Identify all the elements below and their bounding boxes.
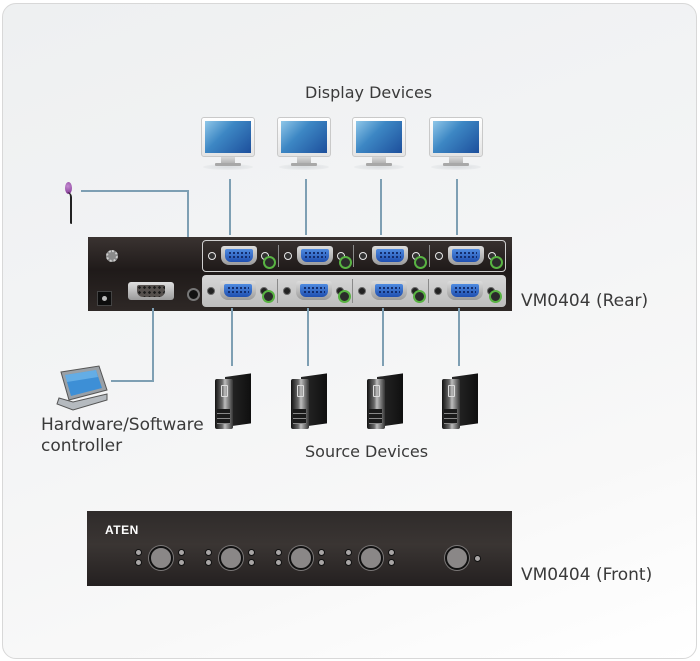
input-port xyxy=(202,275,277,307)
controller-label-line2: controller xyxy=(41,436,123,456)
audio-jack-icon xyxy=(413,290,426,303)
source-cable xyxy=(307,308,309,366)
source-devices-label: Source Devices xyxy=(305,442,429,461)
port-led xyxy=(275,559,282,566)
port-led xyxy=(178,559,185,566)
rear-unit-label: VM0404 (Rear) xyxy=(521,291,649,311)
display-cable xyxy=(229,179,231,235)
port-led xyxy=(345,549,352,556)
monitor-icon xyxy=(352,117,406,171)
pc-tower-icon xyxy=(442,373,478,431)
input-port xyxy=(429,275,504,307)
controller-label-line1: Hardware/Software xyxy=(41,415,204,435)
ir-sensor-cable xyxy=(67,192,72,224)
vga-port-icon xyxy=(372,246,408,265)
port-3-button[interactable] xyxy=(289,546,313,570)
diagram-frame: Display Devices xyxy=(2,3,697,659)
function-led xyxy=(474,555,481,562)
port-led xyxy=(205,559,212,566)
touch-panel-controller-icon xyxy=(56,365,108,411)
front-unit-label: VM0404 (Front) xyxy=(521,565,653,585)
port-led xyxy=(318,559,325,566)
input-port xyxy=(353,275,428,307)
ir-sensor-icon xyxy=(65,182,72,194)
output-port xyxy=(279,241,354,271)
function-button[interactable] xyxy=(445,546,469,570)
audio-jack-icon xyxy=(489,290,502,303)
output-port xyxy=(203,241,278,271)
ir-wire xyxy=(81,190,189,192)
input-port xyxy=(278,275,353,307)
port-1-button[interactable] xyxy=(149,546,173,570)
port-led xyxy=(388,559,395,566)
vga-port-icon xyxy=(297,246,333,265)
port-led xyxy=(135,549,142,556)
output-port xyxy=(354,241,429,271)
audio-jack-icon xyxy=(490,256,503,269)
display-cable xyxy=(380,179,382,235)
monitor-icon xyxy=(277,117,331,171)
display-cable xyxy=(456,179,458,235)
port-led xyxy=(178,549,185,556)
port-led xyxy=(318,549,325,556)
audio-jack-icon xyxy=(338,290,351,303)
output-port xyxy=(430,241,505,271)
pc-tower-icon xyxy=(215,373,251,431)
vga-port-icon xyxy=(220,281,256,300)
vm0404-rear-unit xyxy=(88,237,512,311)
audio-jack-icon xyxy=(263,256,276,269)
output-port-panel xyxy=(202,240,506,272)
vga-port-icon xyxy=(371,281,407,300)
port-led xyxy=(275,549,282,556)
controller-cable xyxy=(111,380,154,382)
port-2-button[interactable] xyxy=(219,546,243,570)
port-led xyxy=(205,549,212,556)
pc-tower-icon xyxy=(291,373,327,431)
source-cable xyxy=(458,308,460,366)
vga-port-icon xyxy=(448,246,484,265)
ir-jack-icon xyxy=(187,288,200,301)
port-led xyxy=(388,549,395,556)
display-devices-label: Display Devices xyxy=(305,83,433,102)
pc-tower-icon xyxy=(367,373,403,431)
vga-port-icon xyxy=(221,246,257,265)
ground-screw-icon xyxy=(106,250,118,262)
vga-port-icon xyxy=(447,281,483,300)
aten-logo: ATEN xyxy=(105,523,139,537)
port-led xyxy=(248,549,255,556)
audio-jack-icon xyxy=(414,256,427,269)
port-led xyxy=(135,559,142,566)
vga-port-icon xyxy=(296,281,332,300)
audio-jack-icon xyxy=(339,256,352,269)
audio-jack-icon xyxy=(262,290,275,303)
port-led xyxy=(345,559,352,566)
display-cable xyxy=(305,179,307,235)
source-cable xyxy=(231,308,233,366)
input-port-panel xyxy=(202,275,506,307)
source-cable xyxy=(382,308,384,366)
vm0404-front-unit: ATEN xyxy=(87,511,512,586)
power-jack-icon xyxy=(97,291,112,306)
monitor-icon xyxy=(429,117,483,171)
port-4-button[interactable] xyxy=(359,546,383,570)
monitor-icon xyxy=(201,117,255,171)
controller-cable xyxy=(152,308,154,382)
rs232-port-icon xyxy=(128,282,174,300)
port-led xyxy=(248,559,255,566)
